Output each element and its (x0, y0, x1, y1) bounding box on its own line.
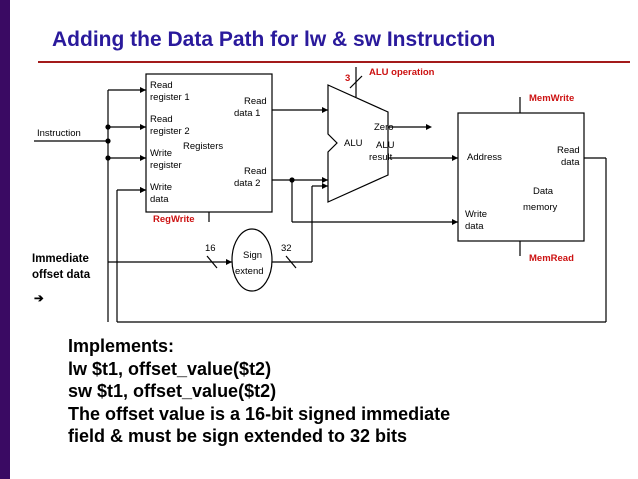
arrowhead (322, 183, 328, 189)
sign-extend-line-2: extend (235, 266, 264, 277)
immediate-label-line-1: Immediate (32, 253, 89, 265)
slide-left-bar (0, 0, 10, 479)
read-register-2-line-2: register 2 (150, 126, 190, 137)
mem-read-control: MemRead (529, 253, 574, 264)
reg-write-data-line-2: data (150, 194, 169, 205)
slide-title: Adding the Data Path for lw & sw Instruc… (52, 28, 496, 51)
body-line-sign-extend: field & must be sign extended to 32 bits (68, 426, 408, 446)
data-memory-name-line-2: memory (523, 202, 558, 213)
immediate-arrow-icon: ➔ (34, 293, 44, 305)
registers-name: Registers (183, 141, 223, 152)
alu-result-line-1: ALU (376, 140, 395, 151)
alu-operation-control: ALU operation (369, 67, 435, 78)
read-data-2-line-2: data 2 (234, 178, 260, 189)
immediate-label-line-2: offset data (32, 269, 91, 281)
write-register-line-2: register (150, 160, 182, 171)
body-line-offset: The offset value is a 16-bit signed imme… (68, 403, 451, 424)
data-memory-box (457, 112, 585, 242)
arrowhead (140, 187, 146, 193)
arrowhead (322, 107, 328, 113)
junction-dot (105, 155, 111, 161)
junction-dot (289, 177, 295, 183)
memory-write-data-line-2: data (465, 221, 484, 232)
body-text: Implements: lw $t1, offset_value($t2) sw… (68, 335, 450, 448)
arrowhead (226, 259, 232, 265)
sign-extend-ellipse (231, 228, 273, 292)
mem-write-control: MemWrite (529, 93, 574, 104)
read-register-1-line-1: Read (150, 80, 173, 91)
arrowhead (322, 177, 328, 183)
title-underline (38, 61, 630, 63)
bits-16-label: 16 (205, 243, 216, 254)
body-line-lw: lw $t1, offset_value($t2) (68, 358, 272, 379)
alu-op-bits: 3 (345, 73, 350, 84)
arrowhead (452, 219, 458, 225)
body-line-implements: Implements: (68, 336, 175, 356)
sign-extend-line-1: Sign (243, 250, 262, 261)
alu-shape (327, 84, 389, 203)
alu-label: ALU (344, 138, 363, 149)
memory-write-data-line-1: Write (465, 209, 487, 220)
instruction-label: Instruction (37, 128, 81, 139)
arrowhead (426, 124, 432, 130)
body-line-sw: sw $t1, offset_value($t2) (68, 381, 277, 401)
arrowhead (140, 155, 146, 161)
arrowhead (140, 87, 146, 93)
arrowhead (140, 124, 146, 130)
read-data-2-line-1: Read (244, 166, 267, 177)
write-register-line-1: Write (150, 148, 172, 159)
junction-dot (105, 124, 111, 130)
read-register-1-line-2: register 1 (150, 92, 190, 103)
memory-read-data-line-1: Read (557, 145, 580, 156)
data-memory-name-line-1: Data (533, 186, 554, 197)
arrowhead (452, 155, 458, 161)
junction-dot (105, 138, 111, 144)
reg-write-data-line-1: Write (150, 182, 172, 193)
read-register-2-line-1: Read (150, 114, 173, 125)
reg-write-control: RegWrite (153, 214, 195, 225)
memory-address-label: Address (467, 152, 502, 163)
alu-zero-label: Zero (374, 122, 394, 133)
memory-read-data-line-2: data (561, 157, 580, 168)
bits-16-slash (206, 255, 218, 269)
alu-op-width-slash (349, 75, 363, 89)
alu-result-line-2: result (369, 152, 393, 163)
bits-32-label: 32 (281, 243, 292, 254)
read-data-1-line-1: Read (244, 96, 267, 107)
bits-32-slash (285, 255, 297, 269)
read-data-1-line-2: data 1 (234, 108, 260, 119)
